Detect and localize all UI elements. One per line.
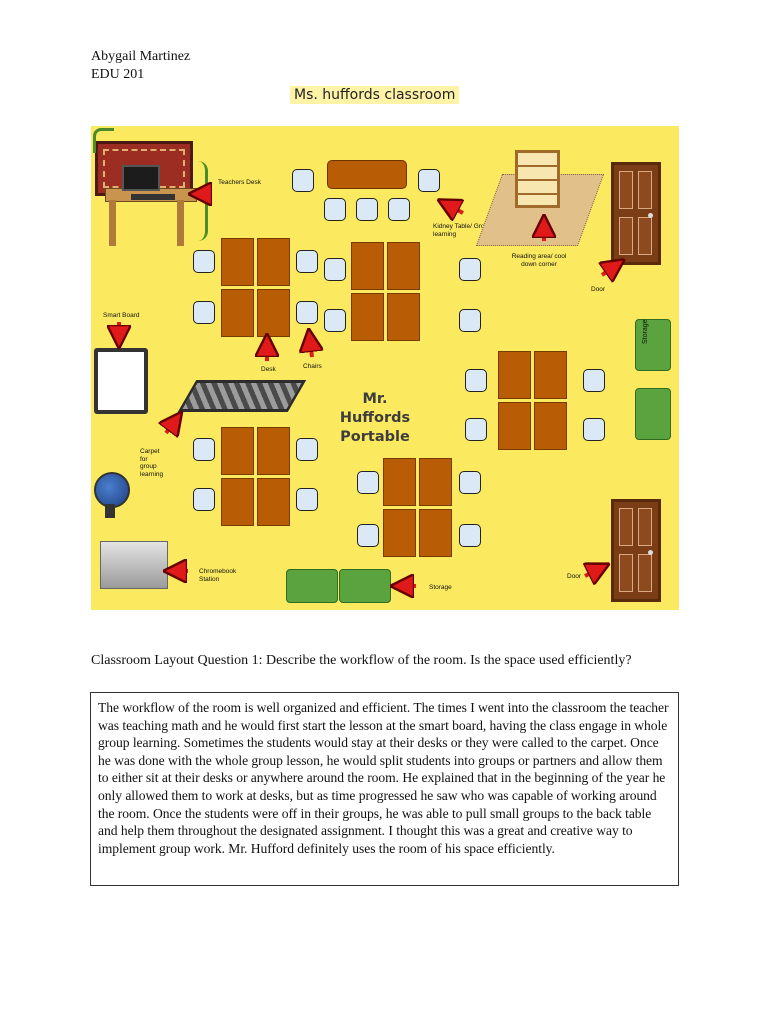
room-name: Mr. Huffords Portable [339, 391, 411, 445]
storage-cabinet [635, 388, 671, 440]
student-desk [221, 238, 254, 286]
label-carpet: Carpet for group learning [140, 448, 164, 478]
arrow-icon [448, 205, 463, 213]
bookshelf-icon [515, 150, 560, 208]
smart-board [94, 348, 148, 414]
kidney-table [327, 160, 407, 189]
chair [465, 369, 487, 392]
student-desk [221, 289, 254, 337]
student-desk [387, 293, 420, 341]
chair [459, 524, 481, 547]
chair [357, 524, 379, 547]
chair [418, 169, 440, 192]
chair [459, 471, 481, 494]
chair [292, 169, 314, 192]
label-desk: Desk [261, 366, 276, 373]
chair [324, 309, 346, 332]
door-bottom-right [611, 499, 661, 602]
arrow-icon [166, 421, 175, 433]
author-name: Abygail Martinez [91, 49, 191, 64]
chair [324, 258, 346, 281]
label-door-bottom: Door [567, 573, 582, 580]
chair [583, 369, 605, 392]
desk-leg-right [177, 200, 184, 246]
student-desk [383, 458, 416, 506]
arrow-overlay [91, 126, 679, 610]
label-reading-area: Reading area/ cool down corner [511, 253, 567, 268]
student-desk [257, 238, 290, 286]
page-title: Ms. huffords classroom [290, 86, 460, 104]
student-desk [221, 427, 254, 475]
chair [193, 301, 215, 324]
label-chairs: Chairs [303, 363, 322, 370]
student-desk [257, 289, 290, 337]
chair [193, 438, 215, 461]
student-desk [419, 458, 452, 506]
classroom-floor-plan: Teachers Desk Kidney Table/ Group learni… [91, 126, 679, 610]
student-desk [221, 478, 254, 526]
student-desk [534, 402, 567, 450]
student-desk [383, 509, 416, 557]
label-chromebook: Chromebook Station [199, 568, 237, 583]
student-desk [351, 293, 384, 341]
student-desk [498, 351, 531, 399]
chair [324, 198, 346, 221]
globe-stand [105, 504, 115, 518]
chair [459, 258, 481, 281]
label-kidney-table: Kidney Table/ Group learning [433, 223, 492, 238]
arrow-icon [585, 569, 599, 576]
student-desk [351, 242, 384, 290]
door-top-right [611, 162, 661, 265]
arrow-icon [310, 340, 312, 358]
chair [193, 488, 215, 511]
chair [465, 418, 487, 441]
student-desk [387, 242, 420, 290]
chair [459, 309, 481, 332]
desk-leg-left [109, 200, 116, 246]
answer-text: The workflow of the room is well organiz… [98, 700, 669, 856]
chromebook-station [100, 541, 168, 589]
arrow-icon [602, 266, 615, 275]
chair [296, 488, 318, 511]
storage-cabinet [635, 319, 671, 371]
chair [296, 301, 318, 324]
chair [296, 438, 318, 461]
student-desk [419, 509, 452, 557]
chair [193, 250, 215, 273]
course-code: EDU 201 [91, 67, 145, 82]
chair [357, 471, 379, 494]
keyboard-icon [131, 194, 175, 200]
student-desk [257, 427, 290, 475]
question-text: Classroom Layout Question 1: Describe th… [91, 653, 632, 668]
chair [356, 198, 378, 221]
storage-bin [286, 569, 338, 603]
chair [296, 250, 318, 273]
answer-box: The workflow of the room is well organiz… [90, 692, 679, 886]
storage-bin [339, 569, 391, 603]
chair [583, 418, 605, 441]
chair [388, 198, 410, 221]
label-teachers-desk: Teachers Desk [218, 179, 261, 186]
computer-monitor-icon [122, 165, 160, 191]
student-desk [257, 478, 290, 526]
student-desk [498, 402, 531, 450]
label-storage-bottom: Storage [429, 584, 452, 591]
student-desk [534, 351, 567, 399]
label-door-right: Door [591, 286, 606, 293]
label-smart-board: Smart Board [103, 312, 140, 319]
plant-icon [93, 128, 114, 153]
